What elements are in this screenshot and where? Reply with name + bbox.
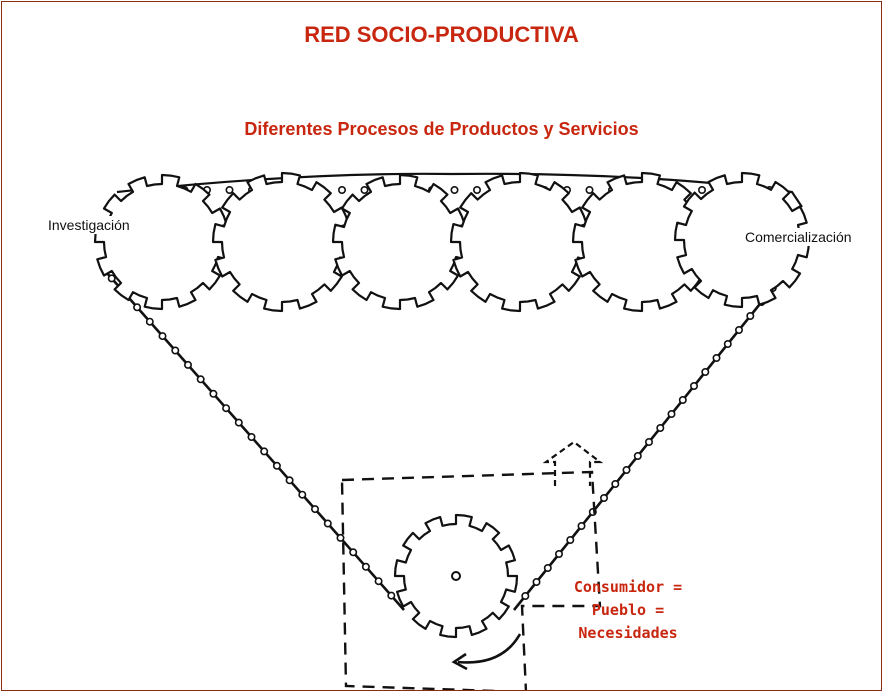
chain-link	[298, 490, 307, 499]
gear-label-comercializacion: Comercialización	[743, 228, 854, 246]
chain-link	[272, 461, 281, 470]
return-arrowhead-icon	[451, 652, 468, 671]
gear-4	[449, 171, 591, 313]
chain-link	[360, 186, 369, 195]
consumer-line-3: Necesidades	[578, 624, 678, 642]
chain-link	[622, 465, 631, 474]
chain-link	[697, 186, 706, 195]
chain-link	[310, 505, 319, 514]
chain-link	[336, 533, 345, 542]
gear-label-investigacion: Investigación	[46, 216, 132, 234]
gear-1	[93, 173, 231, 311]
chain-link	[532, 577, 541, 586]
chain-link	[133, 303, 142, 312]
chain-link	[222, 404, 231, 413]
chain-link	[234, 418, 243, 427]
chain-link	[158, 332, 167, 341]
gear-2	[211, 171, 353, 313]
chain-link	[712, 353, 721, 362]
chain-link	[285, 476, 294, 485]
chain-link	[585, 186, 594, 195]
chain-link	[337, 186, 346, 195]
chain-link	[633, 451, 642, 460]
chain-link	[323, 519, 332, 528]
chain-link	[196, 375, 205, 384]
chain-link	[521, 591, 530, 600]
chain-link	[450, 186, 459, 195]
chain-link	[171, 346, 180, 355]
gear-3	[331, 173, 469, 311]
chain-top-line	[116, 172, 803, 208]
chain-link	[260, 447, 269, 456]
chain-link	[247, 432, 256, 441]
chain-link	[374, 577, 383, 586]
chain-link	[644, 437, 653, 446]
chain-link	[667, 409, 676, 418]
chain-link	[349, 548, 358, 557]
return-arrow-curve	[457, 633, 522, 664]
chain-link	[107, 274, 116, 283]
chain-link	[472, 186, 481, 195]
chain-link	[387, 591, 396, 600]
chain-link	[734, 325, 743, 334]
chain-link	[746, 311, 755, 320]
chain-link	[689, 381, 698, 390]
gear-5	[571, 171, 713, 313]
diagram-title: RED SOCIO-PRODUCTIVA	[304, 22, 579, 47]
consumer-gear-hub	[451, 571, 461, 581]
chain-link	[599, 493, 608, 502]
consumer-gear-group	[340, 440, 604, 690]
chain-link	[566, 535, 575, 544]
chain-link	[361, 562, 370, 571]
chain-link	[656, 423, 665, 432]
gear-row	[93, 171, 811, 313]
chain-link	[225, 186, 234, 195]
chain-link	[611, 479, 620, 488]
chain-link	[577, 521, 586, 530]
chain-link	[554, 549, 563, 558]
chain-link	[184, 360, 193, 369]
up-arrow-icon	[542, 440, 604, 486]
consumer-dashed-outline	[340, 470, 602, 690]
chain-link	[543, 563, 552, 572]
consumer-line-1: Consumidor =	[573, 578, 683, 596]
consumer-line-2: Pueblo =	[591, 601, 665, 619]
gear-6	[673, 171, 811, 309]
chain-link	[678, 395, 687, 404]
chain-link	[723, 339, 732, 348]
diagram-subtitle: Diferentes Procesos de Productos y Servi…	[244, 119, 639, 139]
consumer-text: Consumidor = Pueblo = Necesidades	[538, 576, 718, 645]
chain-link	[209, 389, 218, 398]
chain-link	[701, 367, 710, 376]
chain-link	[145, 317, 154, 326]
